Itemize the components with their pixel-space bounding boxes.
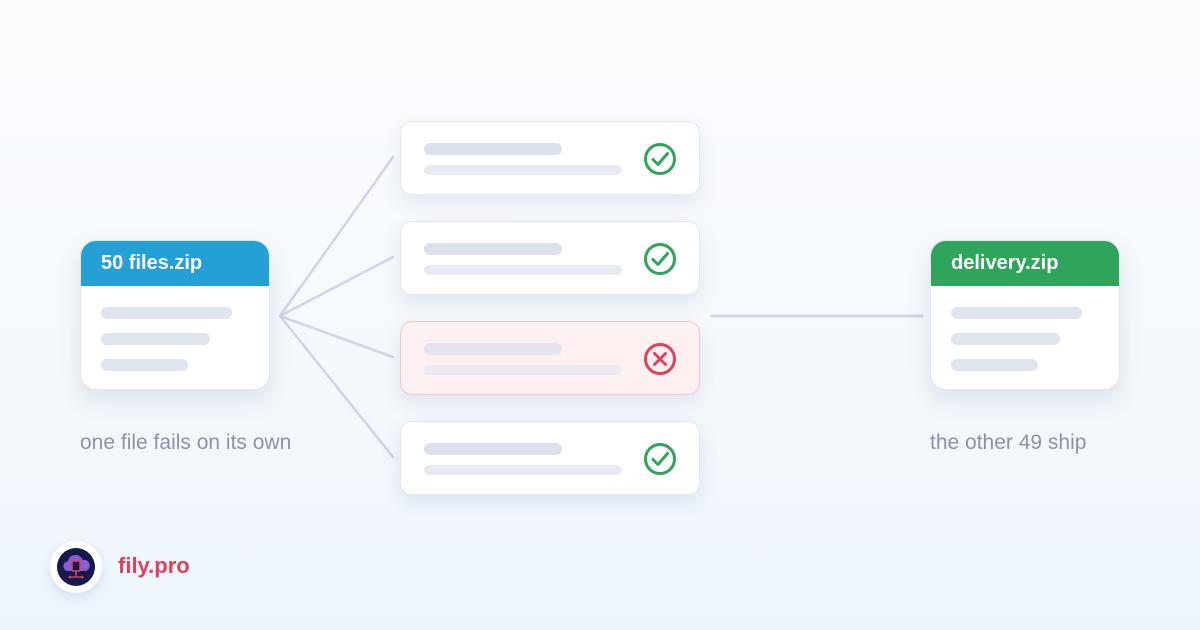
source-caption: one file fails on its own xyxy=(80,431,292,454)
check-circle-icon xyxy=(644,143,676,175)
placeholder-line xyxy=(951,333,1060,345)
placeholder-line xyxy=(424,365,622,375)
logo-graphic xyxy=(57,548,95,586)
connector-line-row-3 xyxy=(278,314,395,359)
placeholder-line xyxy=(424,165,622,175)
result-zip-filename: delivery.zip xyxy=(951,252,1059,274)
placeholder-line xyxy=(424,265,622,275)
connector-line-row-4 xyxy=(278,314,395,459)
placeholder-line xyxy=(951,359,1038,371)
placeholder-line xyxy=(951,307,1082,319)
placeholder-line xyxy=(424,443,562,455)
connector-line-row-1 xyxy=(278,155,395,318)
file-row-4 xyxy=(400,421,700,495)
file-row-1 xyxy=(400,121,700,195)
result-zip-header: delivery.zip xyxy=(931,241,1119,286)
file-row-2 xyxy=(400,221,700,295)
placeholder-line xyxy=(424,343,562,355)
cloud-file-logo-icon[interactable] xyxy=(50,541,102,593)
check-circle-icon xyxy=(644,443,676,475)
result-caption: the other 49 ship xyxy=(930,431,1087,454)
placeholder-line xyxy=(424,465,622,475)
file-row-3-failed xyxy=(400,321,700,395)
brand-name[interactable]: fily.pro xyxy=(118,553,190,578)
placeholder-line xyxy=(424,143,562,155)
source-zip-card: 50 files.zip xyxy=(80,240,270,390)
source-zip-header: 50 files.zip xyxy=(81,241,269,286)
placeholder-line xyxy=(101,359,188,371)
x-circle-icon xyxy=(644,343,676,375)
placeholder-line xyxy=(424,243,562,255)
source-zip-filename: 50 files.zip xyxy=(101,252,203,274)
result-zip-card: delivery.zip xyxy=(930,240,1120,390)
placeholder-line xyxy=(101,307,232,319)
placeholder-line xyxy=(101,333,210,345)
connector-line-row-2 xyxy=(278,255,395,318)
check-circle-icon xyxy=(644,243,676,275)
